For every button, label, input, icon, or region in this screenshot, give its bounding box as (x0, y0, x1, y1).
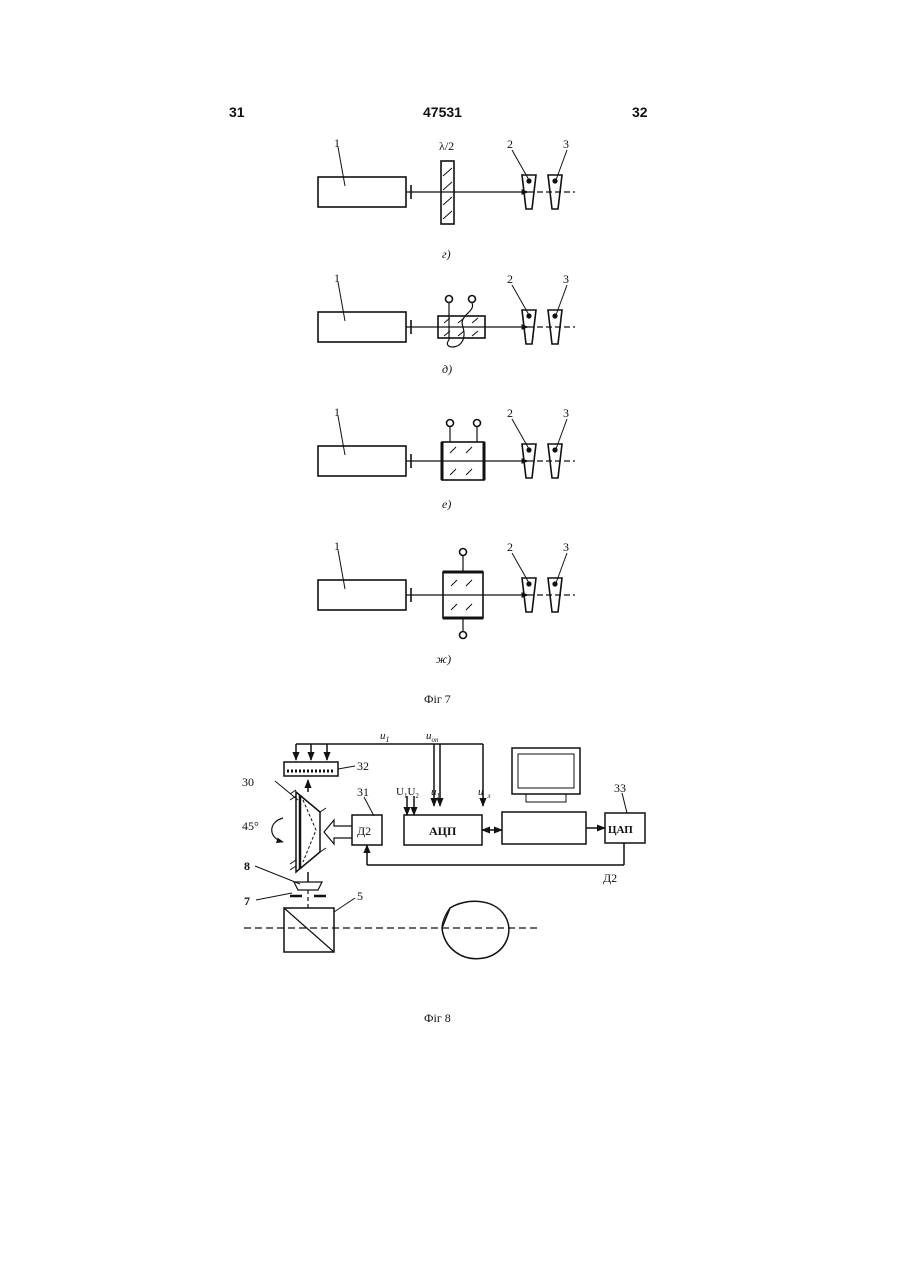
uon-label: uоп (426, 730, 439, 744)
u1-top-label: u1 (380, 730, 390, 744)
prism-label-2: 2 (507, 137, 513, 151)
fig7-panel-g (318, 147, 575, 224)
laser-body (318, 580, 406, 610)
d2-line-label: Д2 (603, 871, 617, 885)
computer-unit (502, 812, 586, 844)
prism-label-3: 3 (563, 137, 569, 151)
drive-arrow (324, 820, 352, 844)
laser-label: 1 (334, 271, 340, 285)
angle-label: 45° (242, 819, 259, 833)
fig8-caption: Фіг 8 (424, 1011, 451, 1025)
terminal-1 (446, 296, 453, 303)
terminal-2 (469, 296, 476, 303)
fig8-diagram (244, 744, 645, 959)
terminal-2 (474, 420, 481, 427)
fig7-caption: Фіг 7 (424, 692, 451, 706)
laser-label: 1 (334, 136, 340, 150)
prism-label-2: 2 (507, 406, 513, 420)
rotation-arrow (272, 818, 283, 842)
terminal-top (460, 549, 467, 556)
laser-body (318, 446, 406, 476)
un-label: uл (478, 786, 491, 800)
label-8: 8 (244, 859, 250, 873)
monitor (512, 748, 580, 794)
laser-label: 1 (334, 539, 340, 553)
panel-label: д) (442, 362, 452, 376)
laser-body (318, 312, 406, 342)
terminal-1 (447, 420, 454, 427)
terminal-bottom (460, 632, 467, 639)
d2-box-label: Д2 (357, 824, 371, 838)
fig7-panel-e (318, 416, 575, 480)
panel-label: г) (442, 247, 451, 261)
adc-label: АЦП (429, 824, 457, 838)
prism-label-3: 3 (563, 540, 569, 554)
label-30: 30 (242, 775, 254, 789)
panel-label: ж) (436, 652, 451, 666)
u1u2-label: U1U2 (396, 786, 419, 800)
sensor-array-32 (284, 762, 338, 776)
u1-mid-label: u1 (431, 786, 440, 800)
laser-body (318, 177, 406, 207)
prism-label-2: 2 (507, 540, 513, 554)
eye (442, 901, 509, 958)
laser-label: 1 (334, 405, 340, 419)
coil-winding (447, 303, 472, 347)
fig7-panel-zh (318, 549, 575, 639)
dac-label: ЦАП (608, 824, 633, 836)
label-32: 32 (357, 759, 369, 773)
prism-label-3: 3 (563, 406, 569, 420)
panel-label: е) (442, 497, 451, 511)
prism-label-2: 2 (507, 272, 513, 286)
element-label: λ/2 (439, 139, 454, 153)
label-31: 31 (357, 785, 369, 799)
label-5: 5 (357, 889, 363, 903)
prism-label-3: 3 (563, 272, 569, 286)
fig7-panel-d (318, 282, 575, 347)
label-33: 33 (614, 781, 626, 795)
label-7: 7 (244, 894, 250, 908)
